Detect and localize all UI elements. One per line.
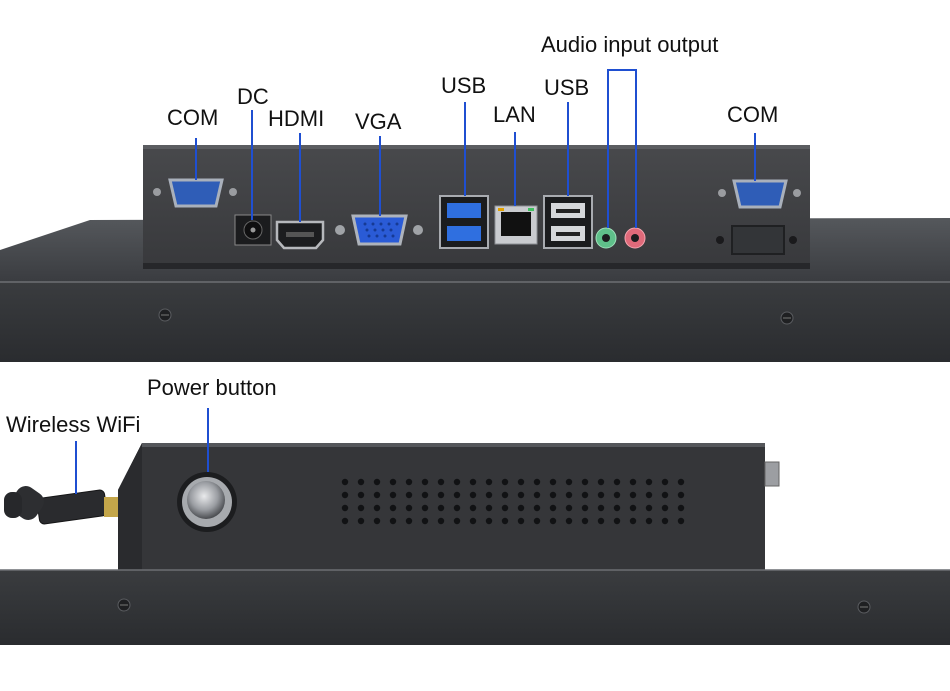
- label-com-left: COM: [167, 105, 219, 130]
- side-view: [0, 408, 950, 645]
- rear-io-view: [0, 69, 950, 362]
- label-usb-left: USB: [441, 73, 487, 98]
- audio-out-jack-icon: [624, 227, 646, 249]
- usb2-port-icon: [543, 195, 593, 249]
- wifi-antenna-icon: [4, 486, 118, 525]
- label-usb-right: USB: [544, 75, 590, 100]
- power-button-icon: [177, 472, 237, 532]
- vga-port-icon: [335, 214, 423, 246]
- com-port-right-icon: [718, 179, 801, 209]
- label-lan: LAN: [493, 102, 536, 127]
- audio-in-jack-icon: [595, 227, 617, 249]
- label-dc: DC: [237, 84, 269, 109]
- label-vga: VGA: [355, 109, 402, 134]
- bezel-bottom: [0, 570, 950, 645]
- bezel-front: [0, 282, 950, 362]
- bezel-screw-icon: [158, 308, 172, 322]
- label-audio: Audio input output: [541, 32, 719, 57]
- bezel-screw-icon: [117, 598, 131, 612]
- leader-lines: [195, 69, 756, 228]
- dc-jack-icon: [234, 214, 272, 246]
- hdmi-port-icon: [275, 220, 325, 250]
- vent-grille: [341, 478, 685, 525]
- label-com-right: COM: [727, 102, 779, 127]
- label-power-button: Power button: [147, 375, 277, 400]
- blank-cover-icon: [716, 225, 797, 255]
- com-port-left-icon: [153, 178, 237, 208]
- label-wifi: Wireless WiFi: [6, 412, 141, 437]
- bezel-screw-icon: [780, 311, 794, 325]
- lan-port-icon: [494, 205, 538, 245]
- bezel-screw-icon: [857, 600, 871, 614]
- usb3-port-icon: [439, 195, 489, 249]
- label-hdmi: HDMI: [268, 106, 325, 131]
